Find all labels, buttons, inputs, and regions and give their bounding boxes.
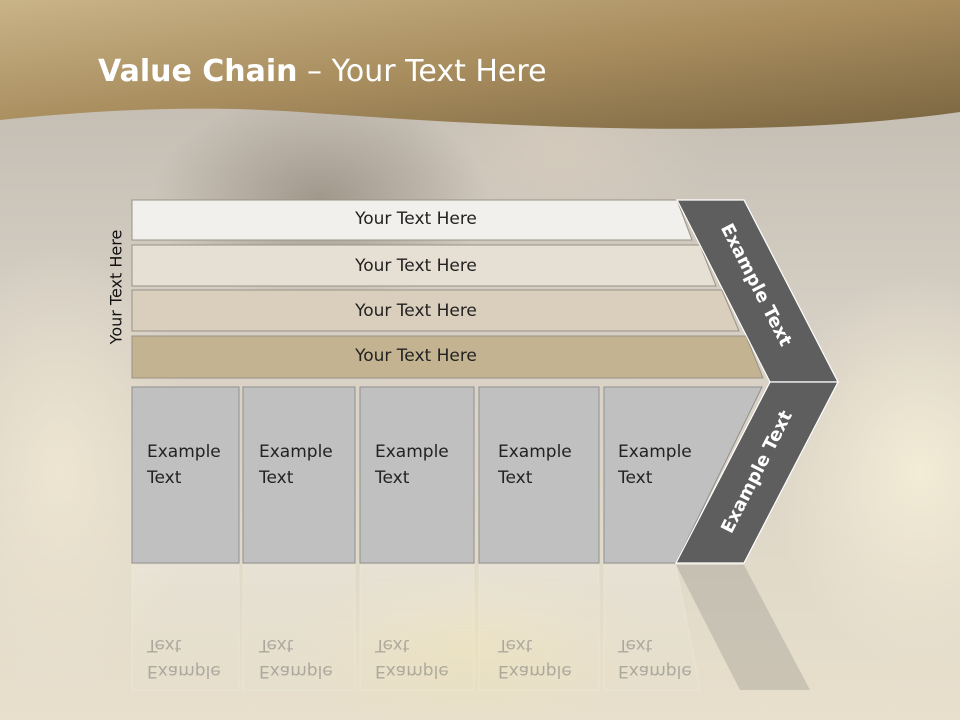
bar-2-label: Your Text Here — [355, 256, 477, 276]
bar-1 — [131, 199, 693, 241]
bar-4-label: Your Text Here — [355, 346, 477, 366]
side-label: Your Text Here — [106, 229, 126, 345]
bar-3 — [131, 289, 740, 332]
box-5-reflection: Example Text — [618, 635, 692, 681]
box-1 — [131, 386, 240, 564]
bar-4 — [131, 335, 764, 379]
title-rest: – Your Text Here — [297, 54, 547, 89]
box-2-label: Example Text — [259, 442, 333, 488]
boxes-reflection — [131, 564, 810, 691]
box-2-reflection: Example Text — [259, 635, 333, 681]
box-3-label: Example Text — [375, 442, 449, 488]
box-1-reflection: Example Text — [147, 635, 221, 681]
chevron-bottom — [675, 381, 839, 564]
box-4 — [478, 386, 600, 564]
box-3-reflection: Example Text — [375, 635, 449, 681]
slide-title: Value Chain – Your Text Here — [98, 52, 547, 92]
bar-2 — [131, 244, 717, 287]
box-3 — [359, 386, 475, 564]
box-2 — [242, 386, 356, 564]
title-bold: Value Chain — [98, 54, 298, 89]
header-band — [0, 0, 960, 129]
bar-3-label: Your Text Here — [355, 301, 477, 321]
box-4-label: Example Text — [498, 442, 572, 488]
bar-1-label: Your Text Here — [355, 209, 477, 229]
box-5-label: Example Text — [618, 442, 692, 488]
box-4-reflection: Example Text — [498, 635, 572, 681]
box-1-label: Example Text — [147, 442, 221, 488]
